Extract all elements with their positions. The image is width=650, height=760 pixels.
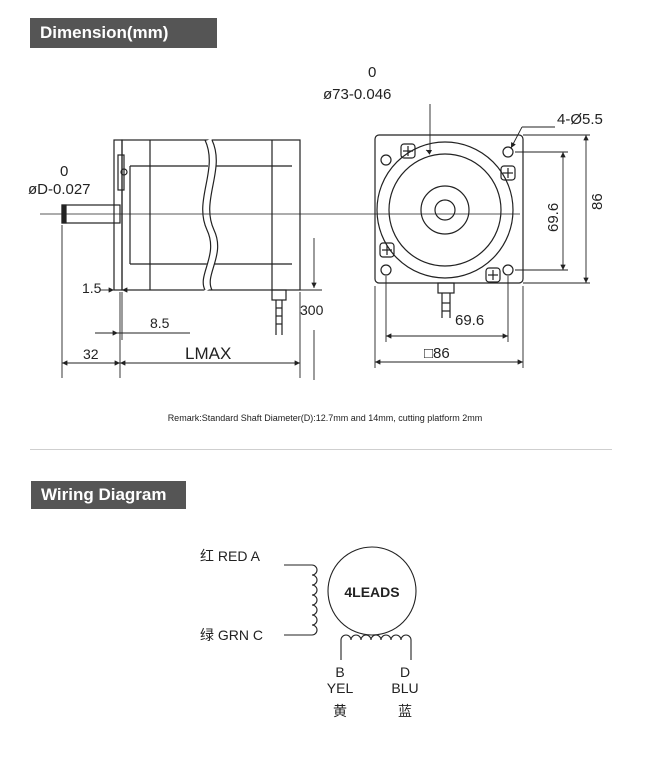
motor-front-view <box>374 134 524 318</box>
wire-d-chinese: 蓝 <box>398 703 412 719</box>
hole-spacing-horizontal-label: 69.6 <box>455 312 484 329</box>
flange-tolerance-label: ø73-0.046 <box>323 86 391 103</box>
flange-size-vertical-label: 86 <box>589 193 606 210</box>
wire-b-color: YEL <box>327 680 354 696</box>
lmax-label: LMAX <box>185 344 231 363</box>
wire-d-color: BLU <box>391 680 418 696</box>
wire-b-chinese: 黄 <box>333 703 347 719</box>
wire-red-label: 红 RED A <box>200 548 261 564</box>
hole-spacing-vertical-label: 69.6 <box>545 203 562 232</box>
mounting-holes-label: 4-Ø5.5 <box>557 111 603 128</box>
wire-green-label: 绿 GRN C <box>200 627 263 643</box>
remark-text: Remark:Standard Shaft Diameter(D):12.7mm… <box>167 413 483 423</box>
shaft-tolerance-label: øD-0.027 <box>28 181 91 198</box>
dimension-section-header: Dimension(mm) <box>30 18 217 48</box>
front-view-dimensions <box>374 104 590 368</box>
flange-size-horizontal-label: □86 <box>424 345 450 362</box>
side-view-dimensions <box>61 225 322 380</box>
wire-d-letter: D <box>400 664 410 680</box>
motor-side-view <box>61 138 301 335</box>
shaft-tolerance-upper: 0 <box>60 163 68 180</box>
dim-1-5-label: 1.5 <box>82 280 102 296</box>
lead-length-label: 300 <box>300 302 324 318</box>
section-divider <box>30 449 612 450</box>
dim-32-label: 32 <box>83 346 99 362</box>
wire-b-letter: B <box>335 664 344 680</box>
wiring-section-header: Wiring Diagram <box>31 481 186 509</box>
motor-circle <box>327 546 417 636</box>
flange-tolerance-upper: 0 <box>368 64 376 81</box>
motor-leads-label: 4LEADS <box>344 584 399 600</box>
wiring-diagram <box>284 546 417 660</box>
dim-8-5-label: 8.5 <box>150 315 170 331</box>
